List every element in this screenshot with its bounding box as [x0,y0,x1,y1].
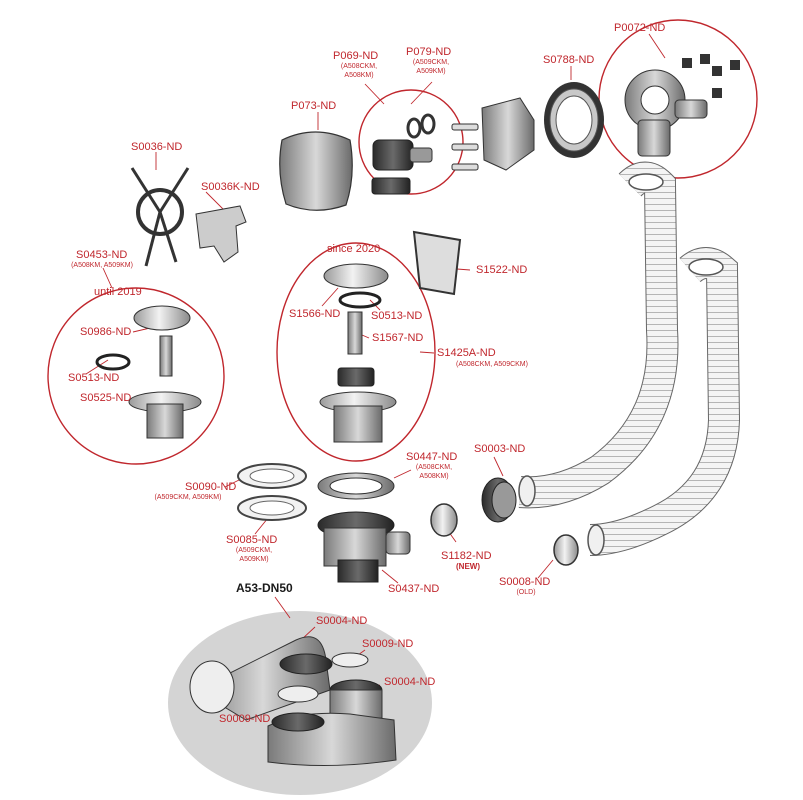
old-waste-parts [95,305,202,439]
label-s1425a: S1425A-ND [437,347,496,359]
label-s1425a-sub: (A508CKM, A509CKM) [456,361,528,368]
leader-lines [85,33,666,716]
label-p079-sub1: (A509CKM, [412,59,450,66]
overflow-cover-p073 [279,131,353,211]
label-new: (NEW) [456,562,480,571]
label-since-2020: since 2020 [327,243,381,255]
label-p0072: P0072-ND [614,22,666,34]
washers-left [237,463,307,521]
label-s0513-left: S0513-ND [68,372,120,384]
label-s0004-top: S0004-ND [316,615,368,627]
label-s0090-sub: (A509CKM, A509KM) [154,494,222,501]
bracket-s0036k [195,205,247,263]
label-s0525: S0525-ND [80,392,132,404]
label-s0447-sub1: (A508CKM, [415,464,453,471]
p069-group-circle [358,89,464,195]
label-s0085: S0085-ND [226,534,278,546]
label-s0009-top: S0009-ND [362,638,414,650]
s0453-group-circle [47,287,225,465]
label-s1567: S1567-ND [372,332,424,344]
label-s0437: S0437-ND [388,583,440,595]
label-s0986: S0986-ND [80,326,132,338]
label-s0447-sub2: A508KM) [419,473,449,480]
label-s0008: S0008-ND [499,576,551,588]
label-s0003: S0003-ND [474,443,526,455]
trap-body [317,472,411,583]
label-s0036: S0036-ND [131,141,183,153]
label-s0453-sub: (A508KM, A509KM) [71,262,133,269]
label-s0447: S0447-ND [406,451,458,463]
hose-upper [518,162,678,508]
label-p079-sub2: A509KM) [416,68,446,75]
label-s0090: S0090-ND [185,481,237,493]
label-s0513-right: S0513-ND [371,310,423,322]
label-old: (OLD) [516,589,536,596]
label-p069-sub1: (A508CKM, [340,63,378,70]
screws [451,123,479,171]
label-s0036k: S0036K-ND [201,181,260,193]
nut-s0003 [481,477,517,523]
label-s0004-bottom: S0004-ND [384,676,436,688]
label-until-2019: until 2019 [94,286,142,298]
strainer-s1522 [412,230,462,296]
label-s0788: S0788-ND [543,54,595,66]
label-p079: P079-ND [406,46,452,58]
ring-s1182 [430,503,458,537]
spider-s0036 [130,167,190,267]
a53-trap [189,636,397,767]
label-p069: P069-ND [333,50,379,62]
ring-s0008 [553,534,579,566]
label-s0085-sub2: A509KM) [239,556,269,563]
label-s0009-bottom: S0009-ND [219,713,271,725]
label-a53-dn50: A53-DN50 [236,581,293,595]
new-waste-parts [319,263,397,443]
label-p069-sub2: A508KM) [344,72,374,79]
s1425a-group-circle [276,242,436,462]
label-s1522: S1522-ND [476,264,528,276]
overflow-body-p0072 [624,54,740,157]
gasket-s0788 [544,82,604,158]
label-s0453: S0453-ND [76,249,128,261]
label-s0085-sub1: (A509CKM, [235,547,273,554]
overflow-plate [481,97,535,171]
label-s1182: S1182-ND [441,550,492,562]
label-p073: P073-ND [291,100,337,112]
label-s1566: S1566-ND [289,308,341,320]
overflow-insert-parts [371,113,436,195]
